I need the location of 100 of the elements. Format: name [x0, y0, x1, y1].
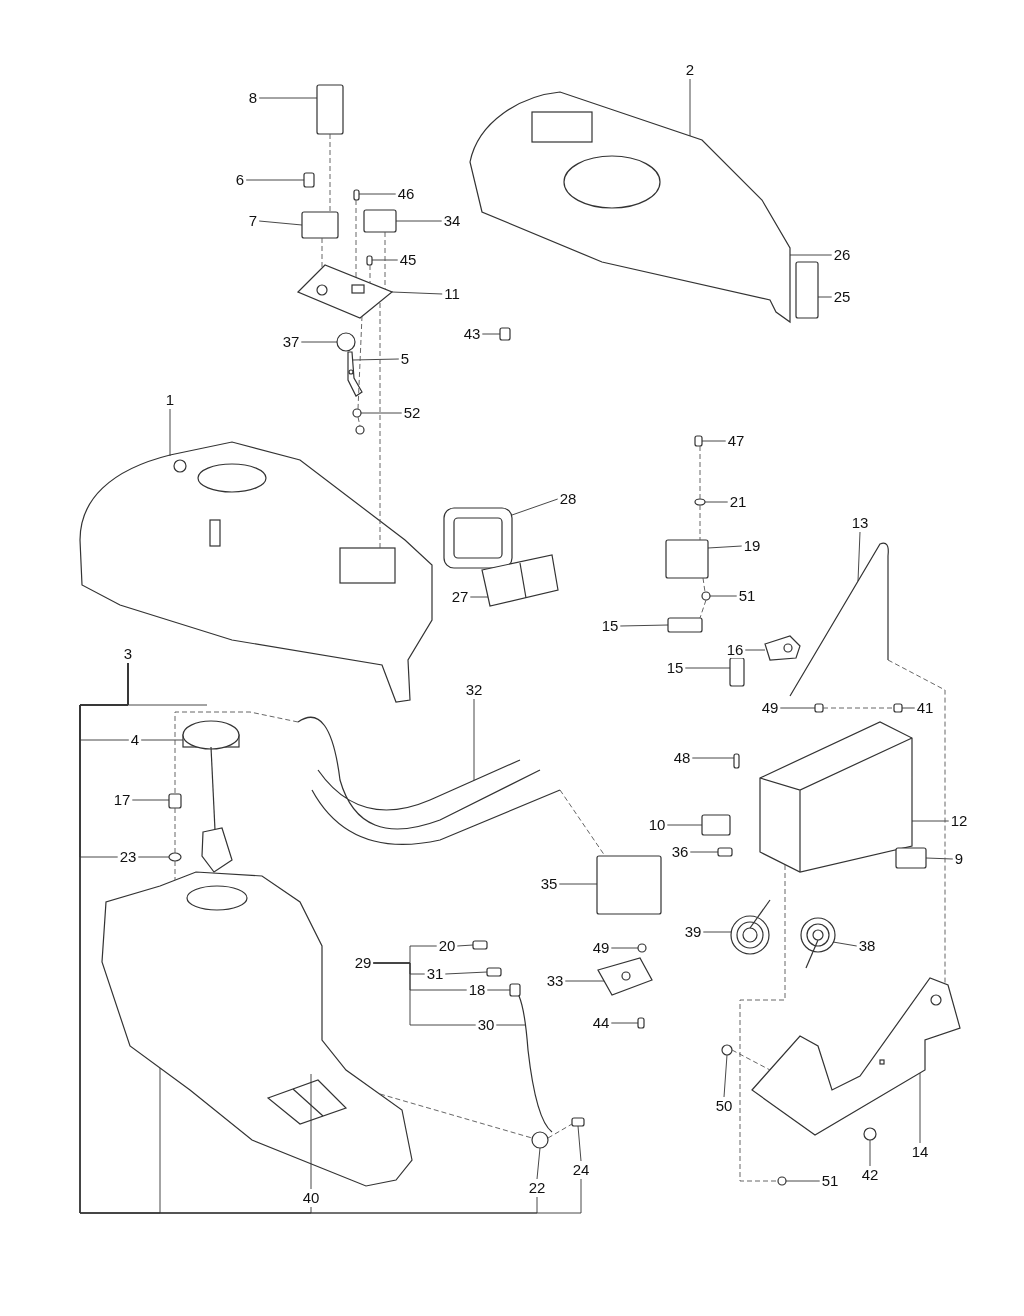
callout-number: 2 [684, 62, 696, 78]
leader-line [360, 412, 403, 414]
relay-drawing [701, 814, 731, 836]
leader-line [817, 296, 833, 298]
assembly-line [321, 237, 323, 269]
leader-line [869, 1139, 871, 1167]
callout-number: 51 [820, 1173, 840, 1189]
leader-line [691, 757, 735, 759]
callout-number: 15 [600, 618, 620, 634]
callout-number: 10 [647, 817, 667, 833]
sensor-drawing [665, 539, 709, 579]
callout-number: 7 [247, 213, 259, 229]
callout-number: 39 [683, 924, 703, 940]
leader-line [919, 1072, 921, 1144]
leader-line [131, 799, 170, 801]
callout-number: 5 [399, 351, 411, 367]
leader-line [444, 971, 488, 975]
fuel-tank-drawing [101, 871, 413, 1187]
callout-number: 20 [437, 938, 457, 954]
leader-line [577, 1125, 582, 1162]
callout-number: 11 [443, 286, 461, 302]
callout-number: 8 [247, 90, 259, 106]
assembly-line [379, 1093, 533, 1139]
callout-number: 33 [545, 973, 565, 989]
callout-number: 46 [396, 186, 416, 202]
leader-line [558, 883, 598, 885]
key-drawing [303, 172, 315, 188]
clip-drawing [486, 967, 502, 977]
callout-number: 25 [832, 289, 852, 305]
clamp-drawing [509, 983, 521, 997]
pad-drawing [795, 261, 819, 319]
callout-number: 9 [953, 851, 965, 867]
assembly-line [174, 807, 176, 854]
leader-line [511, 498, 559, 516]
leader-line [857, 531, 861, 582]
clip-drawing [499, 327, 511, 341]
leader-line [785, 1180, 821, 1182]
assembly-line [174, 711, 299, 795]
leader-line [258, 220, 303, 226]
fitting-drawing [472, 940, 488, 950]
leader-line [536, 1147, 541, 1180]
assembly-line [379, 302, 381, 549]
grommet-drawing [531, 1131, 549, 1149]
switch-drawing [316, 84, 344, 135]
leader-line [140, 739, 184, 741]
callout-number: 1 [164, 392, 176, 408]
assembly-line [739, 864, 786, 1182]
assembly-line [887, 659, 946, 985]
callout-number: 21 [728, 494, 748, 510]
bolt-drawing [893, 703, 903, 713]
leader-line [684, 667, 731, 669]
screw-drawing [366, 255, 373, 266]
callout-number: 44 [591, 1015, 611, 1031]
leader-line [391, 291, 443, 295]
callout-number: 52 [402, 405, 422, 421]
leader-line [744, 649, 766, 651]
leader-line [358, 193, 397, 195]
clamp-drawing [764, 635, 801, 661]
callout-number: 3 [122, 646, 134, 662]
assembly-line [355, 199, 357, 279]
leader-line [689, 78, 691, 137]
leader-line [911, 820, 950, 822]
cover-drawing [481, 554, 559, 607]
screw-drawing [353, 189, 360, 201]
callout-number: 19 [742, 538, 762, 554]
callout-number: 48 [672, 750, 692, 766]
callout-number: 37 [281, 334, 301, 350]
frame-drawing [443, 507, 513, 569]
leader-line [469, 596, 489, 598]
callout-number: 18 [467, 982, 487, 998]
leader-line [666, 824, 703, 826]
nut-drawing [701, 591, 711, 601]
leader-line [619, 624, 669, 627]
fitting-drawing [571, 1117, 585, 1127]
assembly-line [822, 707, 895, 709]
callout-number: 34 [442, 213, 462, 229]
callout-number: 51 [737, 588, 757, 604]
battery-drawing [759, 721, 913, 873]
callout-number: 50 [714, 1098, 734, 1114]
callout-number: 49 [591, 940, 611, 956]
leader-line [473, 698, 475, 781]
callout-number: 28 [558, 491, 578, 507]
leader-line [371, 259, 399, 261]
pad-drawing [266, 1079, 348, 1125]
assembly-line [357, 416, 361, 427]
leader-line [723, 1054, 728, 1098]
callout-number: 47 [726, 433, 746, 449]
nut-drawing [352, 408, 362, 418]
assembly-line [559, 789, 606, 857]
leader-line [832, 941, 858, 947]
assembly-line [547, 1123, 573, 1139]
valve-drawing [168, 793, 182, 809]
callout-number: 30 [476, 1017, 496, 1033]
battery-tray-drawing [751, 977, 961, 1136]
callout-number: 23 [118, 849, 138, 865]
assembly-line [369, 264, 371, 284]
cable-drawing [800, 917, 836, 969]
leader-line [310, 1073, 312, 1190]
leader-line [779, 707, 816, 709]
callout-number: 16 [725, 642, 745, 658]
